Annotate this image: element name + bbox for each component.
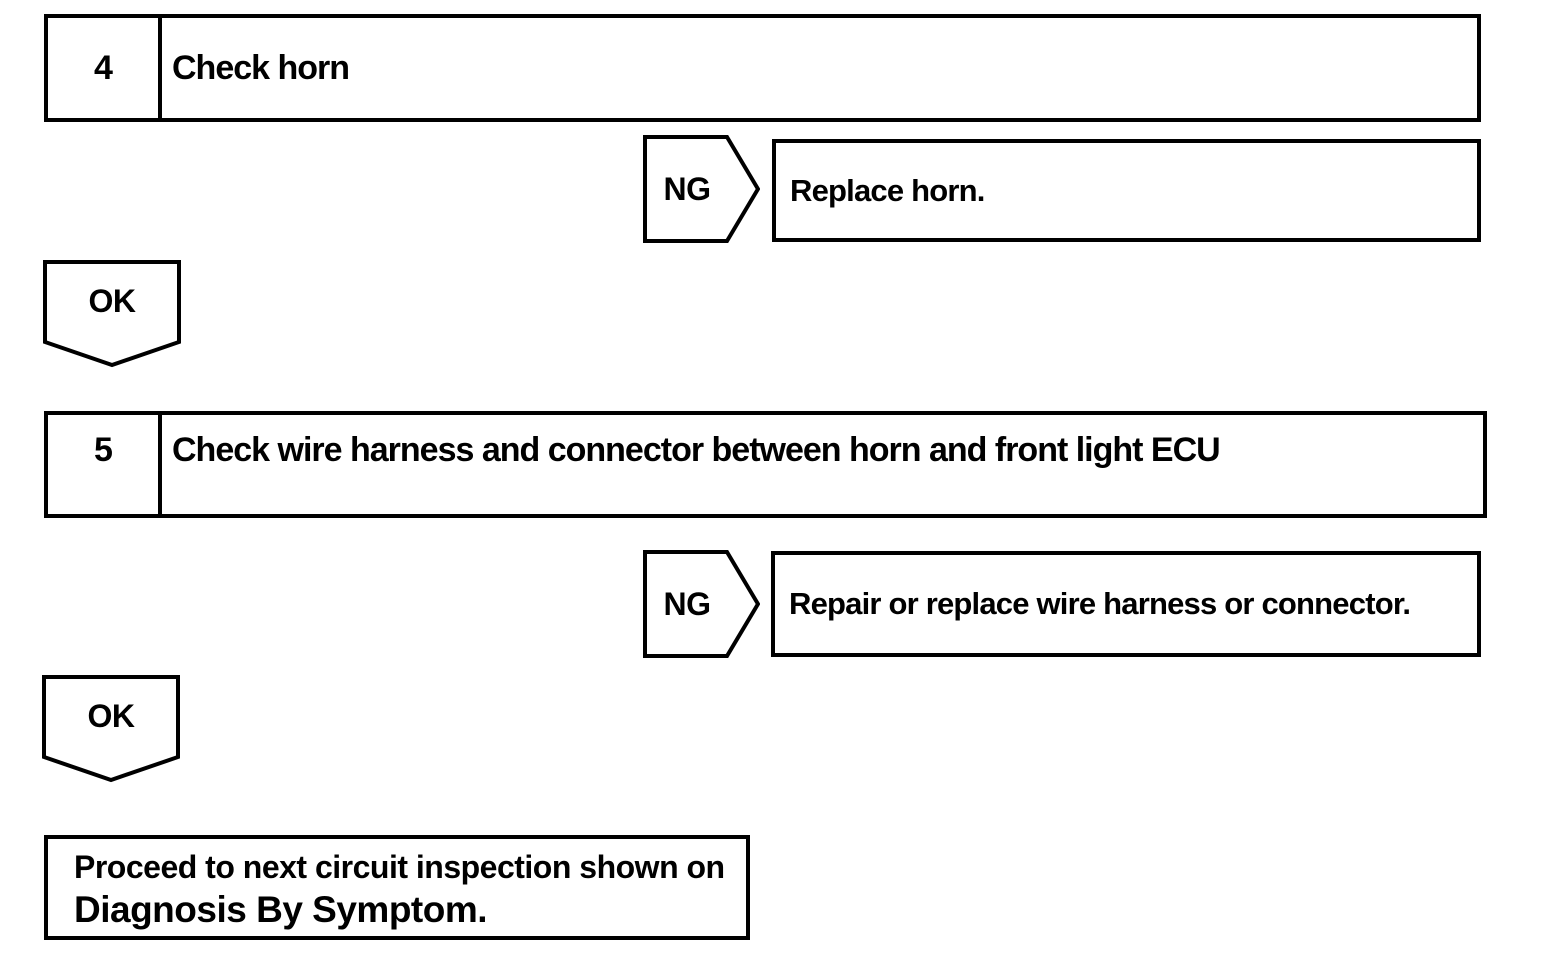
step-4-ng-connector: NG (643, 135, 760, 243)
step-4-title: Check horn (172, 48, 350, 87)
step-5-number: 5 (94, 431, 113, 469)
step-5-ng-action-text: Repair or replace wire harness or connec… (789, 586, 1411, 621)
step-4-ng-label: NG (663, 170, 712, 207)
step-5-title-cell: Check wire harness and connector between… (162, 415, 1483, 514)
ng-arrow-icon (643, 550, 760, 658)
step-5-ok-label: OK (87, 697, 136, 734)
step-5-ng-connector: NG (643, 550, 760, 658)
step-5-ng-action-box: Repair or replace wire harness or connec… (771, 551, 1481, 657)
step-4-ng-action-text: Replace horn. (790, 172, 985, 208)
step-4-title-cell: Check horn (162, 18, 1477, 118)
step-4-ok-connector: OK (43, 260, 181, 368)
step-4-ok-label: OK (88, 282, 137, 319)
final-instruction-line2: Diagnosis By Symptom. (74, 889, 488, 930)
step-4-box: 4 Check horn (44, 14, 1481, 122)
ok-arrow-icon (42, 675, 180, 783)
final-instruction-line1: Proceed to next circuit inspection shown… (74, 849, 725, 885)
step-5-ok-connector: OK (42, 675, 180, 783)
step-5-title: Check wire harness and connector between… (172, 431, 1221, 469)
step-4-number: 4 (94, 48, 113, 87)
step-4-number-cell: 4 (48, 18, 162, 118)
step-5-ng-label: NG (663, 585, 712, 622)
step-5-box: 5 Check wire harness and connector betwe… (44, 411, 1487, 518)
step-4-ng-action-box: Replace horn. (772, 139, 1481, 242)
final-instruction-box: Proceed to next circuit inspection shown… (44, 835, 750, 940)
step-5-number-cell: 5 (48, 415, 162, 514)
ok-arrow-icon (43, 260, 181, 368)
ng-arrow-icon (643, 135, 760, 243)
